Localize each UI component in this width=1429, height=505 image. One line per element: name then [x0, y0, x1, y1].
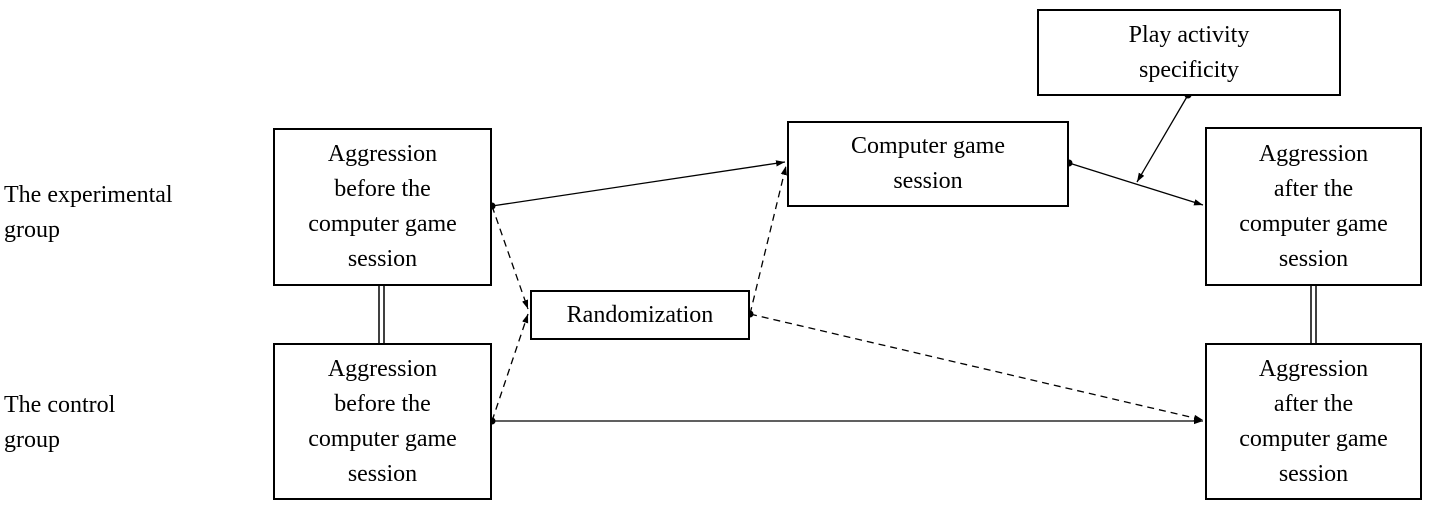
link-after-boxes [1310, 286, 1317, 343]
arrow-randomization-to-game [749, 165, 787, 315]
randomization-text: Randomization [566, 301, 714, 328]
exp-after-box: Aggression after the computer game sessi… [1205, 127, 1422, 286]
ctrl-after-box: Aggression after the computer game sessi… [1205, 343, 1422, 500]
experimental-group-label: The experimental group [4, 182, 173, 243]
randomization-box: Randomization [530, 290, 750, 340]
arrow-ctrl-before-to-randomization [491, 313, 529, 422]
ctrl-before-box: Aggression before the computer game sess… [273, 343, 492, 500]
ctrl-before-text: Aggression before the computer game sess… [308, 355, 457, 487]
arrow-exp-before-to-randomization [491, 205, 529, 310]
arrow-randomization-to-ctrl-after [749, 313, 1204, 422]
control-group-label: The control group [4, 392, 116, 453]
game-session-box: Computer game session [787, 121, 1069, 207]
exp-before-box: Aggression before the computer game sess… [273, 128, 492, 286]
ctrl-after-text: Aggression after the computer game sessi… [1239, 355, 1388, 487]
game-session-text: Computer game session [851, 133, 1005, 194]
exp-after-text: Aggression after the computer game sessi… [1239, 140, 1388, 272]
arrow-game-to-exp-after [1068, 162, 1204, 206]
exp-before-text: Aggression before the computer game sess… [308, 141, 457, 272]
play-activity-text: Play activity specificity [1128, 21, 1250, 83]
link-before-boxes [378, 286, 385, 343]
arrow-exp-before-to-game [491, 160, 786, 207]
arrow-play-activity-moderator [1136, 94, 1189, 183]
play-activity-box: Play activity specificity [1037, 9, 1341, 96]
